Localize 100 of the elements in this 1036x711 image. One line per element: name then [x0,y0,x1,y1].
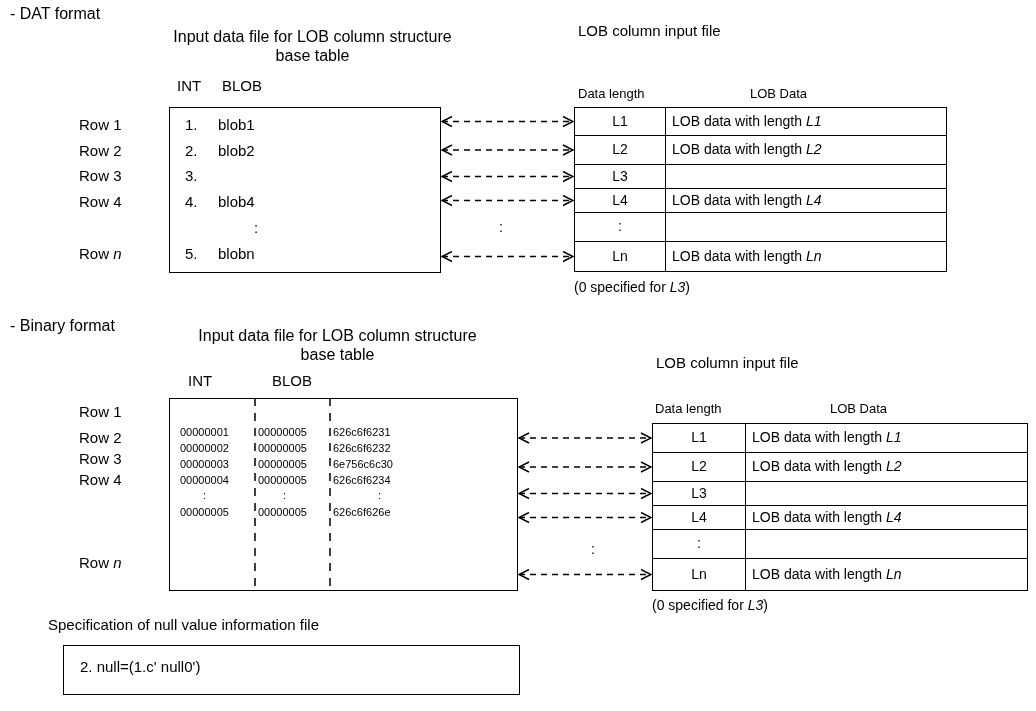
table-cell-text: L4 [611,191,629,210]
double-arrow [441,194,574,207]
double-arrow [441,170,574,183]
row-label: Row n [79,245,122,263]
table-heading: LOB column input file [578,22,721,40]
table-cell-text: Ln [690,565,708,584]
table-entry: blobn [218,245,255,263]
table-row [574,107,947,136]
table-entry: : [378,489,382,503]
table-row [574,188,947,213]
double-arrow [518,461,652,473]
row-label: Row 3 [79,450,122,468]
row-label: Row n [79,554,122,572]
table-entry: 626c6f6234 [333,474,391,488]
double-arrow [441,144,574,156]
row-label: - Binary format [10,316,115,336]
table-entry: 2. null=(1.c' null0') [80,658,201,676]
table-entry: blob4 [218,193,255,211]
table-cell: LOB data with length L2 [745,453,1027,481]
row-label: - DAT format [10,4,101,24]
column-header: Data length [578,86,645,102]
row-label: : [499,219,503,236]
table-entry: BLOB [222,77,263,95]
table-entry: 00000005 [258,474,307,488]
table-entry: 626c6f6232 [333,442,391,456]
table-cell-text: L1 [690,428,708,447]
table-row [574,135,947,165]
note-text: (0 specified for L3) [574,279,690,296]
table-entry: 00000001 [180,426,229,440]
table-cell: LOB data with length Ln [745,559,1027,590]
table-heading: LOB column input file [656,354,799,372]
table-entry: INT [188,372,213,390]
table-row [652,529,1028,559]
table-row [574,241,947,272]
double-arrow [441,115,574,128]
table-row [574,164,947,189]
table-entry: 2. [185,142,198,160]
table-row [652,423,1028,453]
row-label: : [591,541,595,558]
column-header: Data length [655,401,722,417]
table-cell-text: L2 [611,140,629,159]
table-cell: LOB data with length L4 [665,189,946,212]
row-label: Row 2 [79,429,122,447]
table-row [652,481,1028,506]
table-cell-text: Ln [611,247,629,266]
table-cell: LOB data with length L1 [665,108,946,135]
table-entry: BLOB [272,372,313,390]
table-heading: Input data file for LOB column structure base table [197,326,478,365]
table-entry: : [254,219,259,237]
table-entry: : [283,489,287,503]
table-entry: 00000002 [180,442,229,456]
table-entry: 00000005 [180,506,229,520]
table-cell-text: L3 [690,484,708,503]
table-cell-text: L1 [611,112,629,131]
row-label: Row 3 [79,167,122,185]
table-entry: 00000005 [258,426,307,440]
row-label: Row 1 [79,403,122,421]
double-arrow [518,432,652,444]
table-entry: blob1 [218,116,255,134]
column-header: LOB Data [830,401,888,417]
table-entry: 626c6f626e [333,506,391,520]
table-heading: Specification of null value information file [48,616,319,634]
row-label: Row 2 [79,142,122,160]
double-arrow [441,250,574,263]
row-label: Row 4 [79,471,122,489]
table-row [652,558,1028,591]
table-entry: blob2 [218,142,255,160]
double-arrow [518,568,652,581]
table-cell-text: L4 [690,508,708,527]
table-entry: 00000005 [258,506,307,520]
note-text: (0 specified for L3) [652,597,768,614]
table-entry: : [203,489,207,503]
table-entry: 00000005 [258,442,307,456]
table-cell: LOB data with length L1 [745,424,1027,452]
column-header: LOB Data [750,86,808,102]
table-row [652,452,1028,482]
table-cell-text: : [617,217,623,236]
table-cell: LOB data with length L2 [665,136,946,164]
table-entry: 6e756c6c30 [333,458,393,472]
table-row [574,212,947,242]
table-cell: LOB data with length L4 [745,506,1027,529]
double-arrow [518,487,652,500]
double-arrow [518,511,652,524]
table-entry: 4. [185,193,198,211]
row-label: Row 4 [79,193,122,211]
table-entry: 00000004 [180,474,229,488]
table-heading: Input data file for LOB column structure base table [172,27,453,66]
table-entry: 00000005 [258,458,307,472]
table-row [652,505,1028,530]
table-cell-text: L3 [611,167,629,186]
table-cell-text: L2 [690,457,708,476]
table-entry: 5. [185,245,198,263]
table-entry: 1. [185,116,198,134]
table-cell: LOB data with length Ln [665,242,946,271]
table-entry: INT [177,77,202,95]
row-label: Row 1 [79,116,122,134]
table-entry: 626c6f6231 [333,426,391,440]
table-entry: 00000003 [180,458,229,472]
table-cell-text: : [696,534,702,553]
table-entry: 3. [185,167,198,185]
